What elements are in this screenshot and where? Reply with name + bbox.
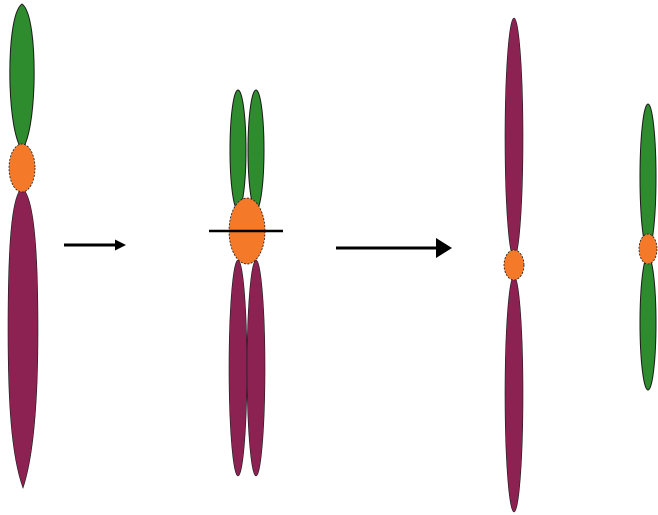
lower-long-arm	[505, 276, 523, 512]
chromatid-left-long-arm	[229, 260, 247, 476]
centromere	[9, 144, 35, 192]
isochromosome-short-arms	[639, 104, 657, 390]
centromere	[639, 234, 657, 264]
chromatid-right-long-arm	[247, 260, 265, 476]
centromere	[504, 250, 524, 280]
chromatid-right-short-arm	[248, 90, 264, 210]
chromatid-left-short-arm	[230, 90, 246, 210]
long-arm	[8, 188, 38, 488]
arrow-right-icon	[336, 238, 452, 258]
upper-long-arm	[505, 18, 523, 258]
short-arm	[10, 4, 34, 150]
arrow-right-icon	[64, 240, 126, 251]
original-chromosome	[8, 4, 38, 488]
isochromosome-long-arms	[504, 18, 524, 512]
upper-short-arm	[640, 104, 656, 250]
replicated-chromosome	[209, 90, 283, 476]
lower-short-arm	[640, 256, 656, 390]
